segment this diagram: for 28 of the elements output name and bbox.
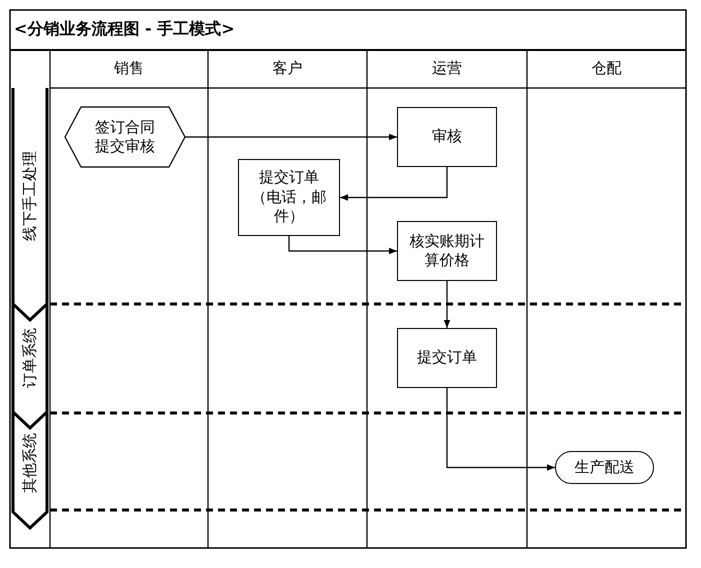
column-title: 客户 (272, 59, 302, 79)
step-label: 核实账期计算价格 (408, 232, 486, 270)
lane-title: 线下手工处理 (20, 151, 40, 241)
column-title: 运营 (432, 59, 462, 79)
arrow (185, 134, 397, 140)
step-label: 审核 (432, 127, 462, 147)
start-hexagon (65, 107, 185, 167)
lane-title: 订单系统 (20, 328, 40, 388)
process-box (397, 221, 497, 281)
step-label: 提交订单 (417, 348, 477, 368)
lane-band (10, 88, 50, 322)
column-title: 销售 (114, 59, 144, 79)
process-box (397, 328, 497, 388)
step-label: 生产配送 (574, 458, 634, 478)
diagram-title: <分销业务流程图 - 手工模式> (14, 19, 235, 40)
lane-band (10, 304, 50, 430)
process-box (397, 107, 497, 167)
lane-title: 其他系统 (20, 432, 40, 492)
arrow (288, 236, 397, 254)
step-label: 提交订单（电话，邮件） (250, 168, 328, 227)
end-terminal (555, 451, 654, 484)
lane-band (10, 413, 50, 530)
arrow (446, 388, 555, 471)
arrow (340, 167, 448, 201)
process-box (238, 159, 340, 236)
step-label: 签订合同提交审核 (94, 118, 156, 156)
column-title: 仓配 (592, 59, 622, 79)
arrow (444, 281, 450, 328)
